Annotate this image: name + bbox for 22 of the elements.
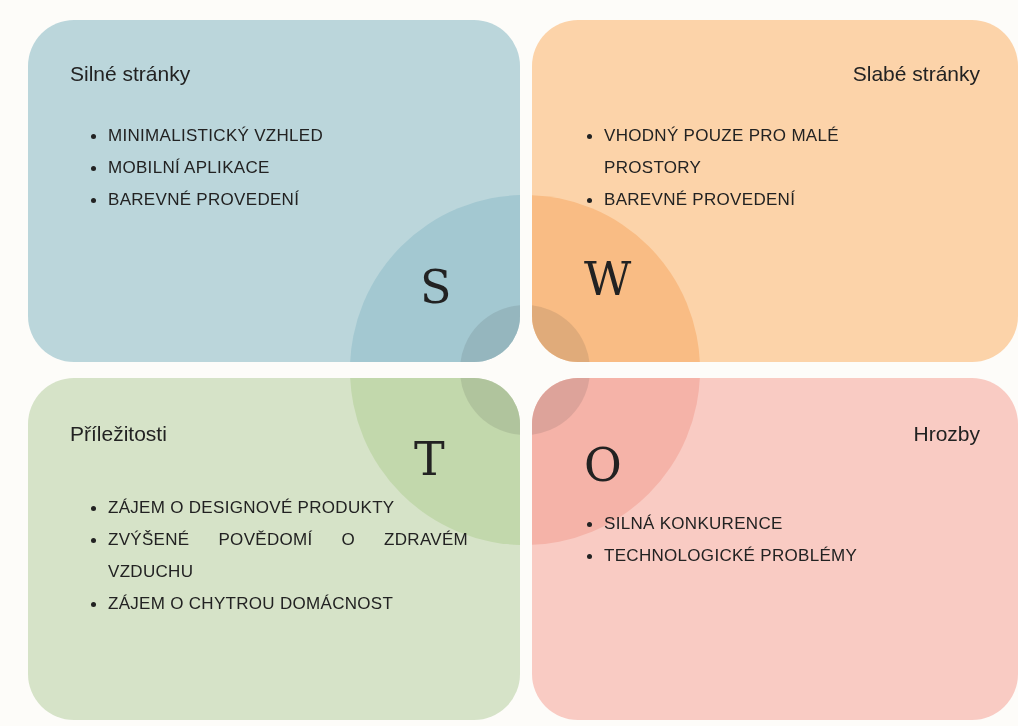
swot-letter: W bbox=[584, 254, 632, 304]
bullet-item: VHODNÝ POUZE PRO MALÉ PROSTORY bbox=[584, 120, 924, 184]
quadrant-heading: Hrozby bbox=[913, 422, 980, 446]
bullet-item: ZÁJEM O CHYTROU DOMÁCNOST bbox=[88, 588, 468, 620]
bullet-item: SILNÁ KONKURENCE bbox=[584, 508, 984, 540]
swot-quadrant bbox=[28, 20, 520, 362]
quadrant-heading: Slabé stránky bbox=[852, 62, 980, 86]
bullet-item: BAREVNÉ PROVEDENÍ bbox=[584, 184, 924, 216]
quadrant-heading: Příležitosti bbox=[70, 422, 167, 446]
swot-letter: O bbox=[584, 440, 622, 490]
bullet-item: MOBILNÍ APLIKACE bbox=[88, 152, 468, 184]
swot-quadrant bbox=[28, 378, 520, 720]
quadrant-heading: Silné stránky bbox=[70, 62, 191, 86]
bullet-item: ZVÝŠENÉ POVĚDOMÍ O ZDRAVÉM VZDUCHU bbox=[88, 524, 468, 588]
swot-letter: T bbox=[414, 434, 445, 484]
swot-letter: S bbox=[420, 262, 452, 312]
bullet-item: ZÁJEM O DESIGNOVÉ PRODUKTY bbox=[88, 492, 468, 524]
bullet-item: BAREVNÉ PROVEDENÍ bbox=[88, 184, 468, 216]
bullet-item: MINIMALISTICKÝ VZHLED bbox=[88, 120, 468, 152]
bullet-item: TECHNOLOGICKÉ PROBLÉMY bbox=[584, 540, 984, 572]
swot-quadrant bbox=[532, 20, 1018, 362]
swot-quadrant bbox=[532, 378, 1018, 720]
